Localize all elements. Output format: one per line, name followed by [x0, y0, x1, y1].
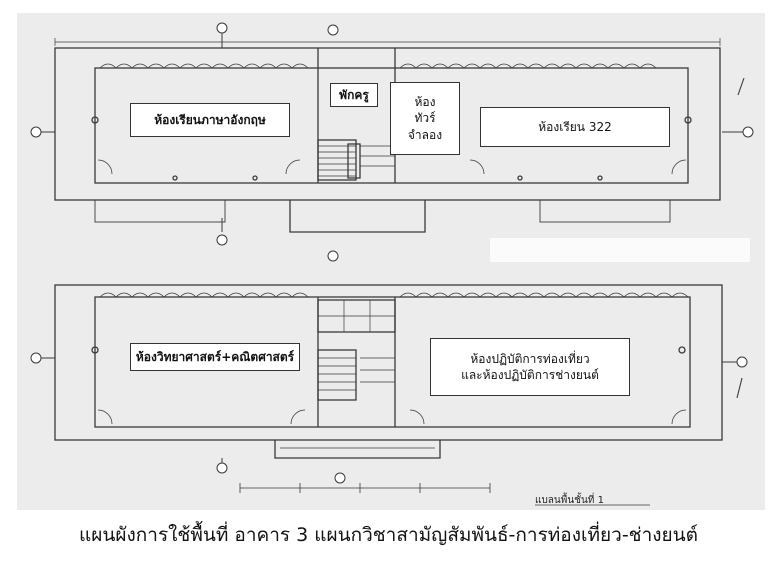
room-label-science-math: ห้องวิทยาศาสตร์+คณิตศาสตร์	[130, 343, 300, 371]
room-label-tour-storage: ห้อง ทัวร์ จำลอง	[390, 82, 460, 155]
room-label-teacher-text: พักครู	[339, 87, 369, 102]
room-label-practice: ห้องปฏิบัติการท่องเที่ยว และห้องปฏิบัติก…	[430, 338, 630, 396]
room-label-322-text: ห้องเรียน 322	[538, 119, 612, 134]
floor-plan-drawing	[17, 13, 765, 510]
sketch-marks	[736, 77, 745, 399]
room-label-teacher: พักครู	[330, 83, 378, 107]
room-label-english-text: ห้องเรียนภาษาอังกฤษ	[154, 112, 266, 127]
room-label-tour-line3: จำลอง	[407, 127, 443, 142]
lower-stair	[317, 349, 357, 401]
section-markers	[30, 22, 754, 484]
plan-title-note: แบลนพื้นชั้นที่ 1	[535, 495, 604, 506]
room-label-tour-line1: ห้อง	[414, 95, 436, 110]
lower-floor-plan	[54, 284, 723, 506]
room-label-science-math-text: ห้องวิทยาศาสตร์+คณิตศาสตร์	[135, 349, 295, 364]
paper-gap	[490, 238, 750, 262]
upper-outer-wall	[54, 47, 721, 201]
room-label-english: ห้องเรียนภาษาอังกฤษ	[130, 103, 290, 137]
room-label-322: ห้องเรียน 322	[480, 107, 670, 147]
upper-inner-wall	[94, 67, 689, 184]
page-caption: แผนผังการใช้พื้นที่ อาคาร 3 แผนกวิชาสามั…	[79, 524, 698, 546]
room-label-practice-line1: ห้องปฏิบัติการท่องเที่ยว	[470, 351, 590, 366]
room-label-tour-line2: ทัวร์	[414, 111, 436, 126]
room-label-practice-line2: และห้องปฏิบัติการช่างยนต์	[461, 368, 599, 382]
upper-stair	[317, 139, 357, 181]
lower-inner-wall	[94, 296, 691, 428]
